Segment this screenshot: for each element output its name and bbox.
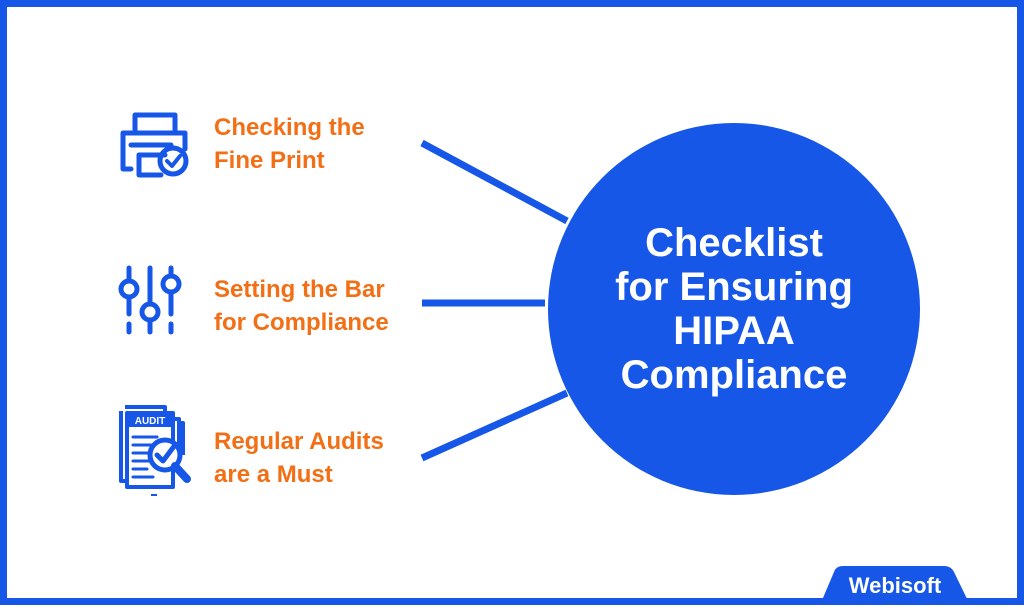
hub-circle: Checklist for Ensuring HIPAA Compliance: [548, 123, 920, 495]
connector-top: [420, 139, 569, 225]
item-label-line: Regular Audits: [214, 428, 384, 455]
item-label-line: for Compliance: [214, 309, 389, 336]
connector-bottom: [420, 389, 569, 462]
sliders-icon: [117, 264, 183, 341]
hub-title-line: for Ensuring: [615, 265, 853, 309]
item-label-line: Fine Print: [214, 147, 325, 174]
hub-title-line: Compliance: [620, 353, 848, 397]
audit-icon-label: AUDIT: [135, 416, 166, 427]
item-label-line: are a Must: [214, 461, 333, 488]
hub-title-line: HIPAA: [673, 309, 795, 353]
connector-lines: [420, 139, 569, 462]
item-label-setting-bar: Setting the Bar for Compliance: [214, 273, 389, 339]
item-label-line: Setting the Bar: [214, 276, 385, 303]
audit-document-icon: AUDIT: [113, 399, 195, 504]
brand-badge: Webisoft: [820, 566, 970, 605]
item-label-regular-audits: Regular Audits are a Must: [214, 425, 384, 491]
item-label-fine-print: Checking the Fine Print: [214, 111, 365, 177]
brand-tab-shape: [820, 566, 970, 605]
brand-name: Webisoft: [848, 572, 942, 598]
item-label-line: Checking the: [214, 114, 365, 141]
hub-title-line: Checklist: [645, 221, 823, 265]
printer-check-icon: [117, 109, 192, 186]
